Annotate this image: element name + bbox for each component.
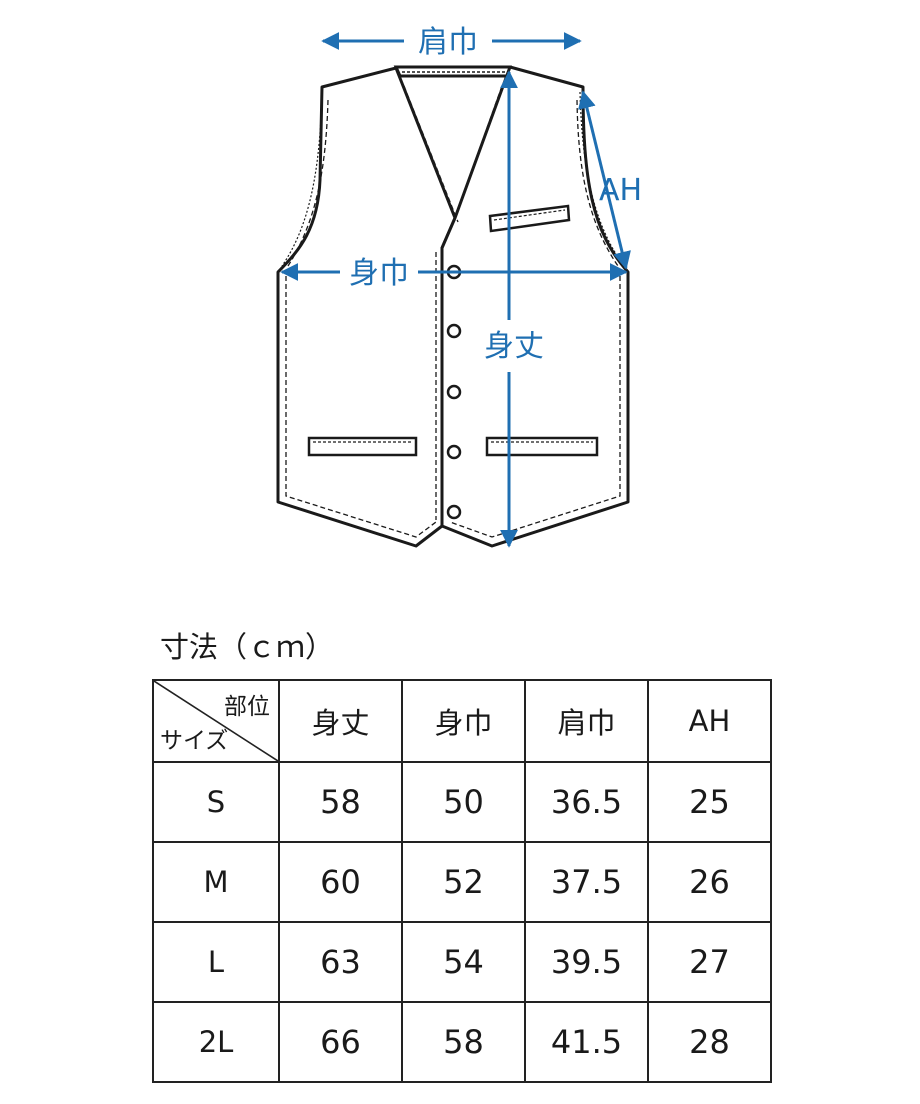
table-cell: 54 (401, 921, 526, 1003)
table-cell: 60 (278, 841, 403, 923)
ah-label: AH (599, 173, 642, 208)
button-5 (446, 504, 462, 520)
size-label: M (152, 841, 280, 923)
size-label: 2L (152, 1001, 280, 1083)
table-cell: 52 (401, 841, 526, 923)
table-cell: 50 (401, 761, 526, 843)
button-3 (446, 384, 462, 400)
table-row: L 63 54 39.5 27 (152, 921, 772, 1003)
left-front-panel (276, 66, 457, 548)
corner-diagonal (154, 681, 278, 761)
right-lower-pocket (485, 436, 599, 457)
table-cell: 58 (278, 761, 403, 843)
header-ah: AH (647, 679, 772, 763)
table-cell: 58 (401, 1001, 526, 1083)
table-header-row: 部位 サイズ 身丈 身巾 肩巾 AH (152, 679, 772, 763)
table-cell: 27 (647, 921, 772, 1003)
table-cell: 39.5 (524, 921, 649, 1003)
table-row: 2L 66 58 41.5 28 (152, 1001, 772, 1083)
button-4 (446, 444, 462, 460)
header-corner-cell: 部位 サイズ (152, 679, 280, 763)
body-width-label: 身巾 (349, 256, 409, 291)
header-body-length: 身丈 (278, 679, 403, 763)
table-row: S 58 50 36.5 25 (152, 761, 772, 843)
table-cell: 66 (278, 1001, 403, 1083)
right-front-panel (440, 65, 630, 548)
body-length-label: 身丈 (484, 329, 544, 364)
button-2 (446, 323, 462, 339)
table-cell: 26 (647, 841, 772, 923)
left-lower-pocket (307, 436, 418, 457)
corner-part-label: 部位 (224, 694, 270, 720)
table-cell: 36.5 (524, 761, 649, 843)
table-cell: 63 (278, 921, 403, 1003)
header-shoulder-width: 肩巾 (524, 679, 649, 763)
size-label: S (152, 761, 280, 843)
corner-size-label: サイズ (160, 728, 229, 754)
size-table: 部位 サイズ 身丈 身巾 肩巾 AH S 58 50 36.5 25 M 60 … (152, 679, 772, 1083)
table-cell: 37.5 (524, 841, 649, 923)
table-row: M 60 52 37.5 26 (152, 841, 772, 923)
table-cell: 28 (647, 1001, 772, 1083)
size-label: L (152, 921, 280, 1003)
vest-diagram: 肩巾 AH 身巾 身丈 (276, 25, 642, 548)
table-cell: 25 (647, 761, 772, 843)
header-body-width: 身巾 (401, 679, 526, 763)
table-cell: 41.5 (524, 1001, 649, 1083)
size-table-title: 寸法（ｃｍ） (160, 630, 335, 664)
shoulder-width-label: 肩巾 (418, 25, 478, 60)
ah-arrow (578, 90, 631, 270)
